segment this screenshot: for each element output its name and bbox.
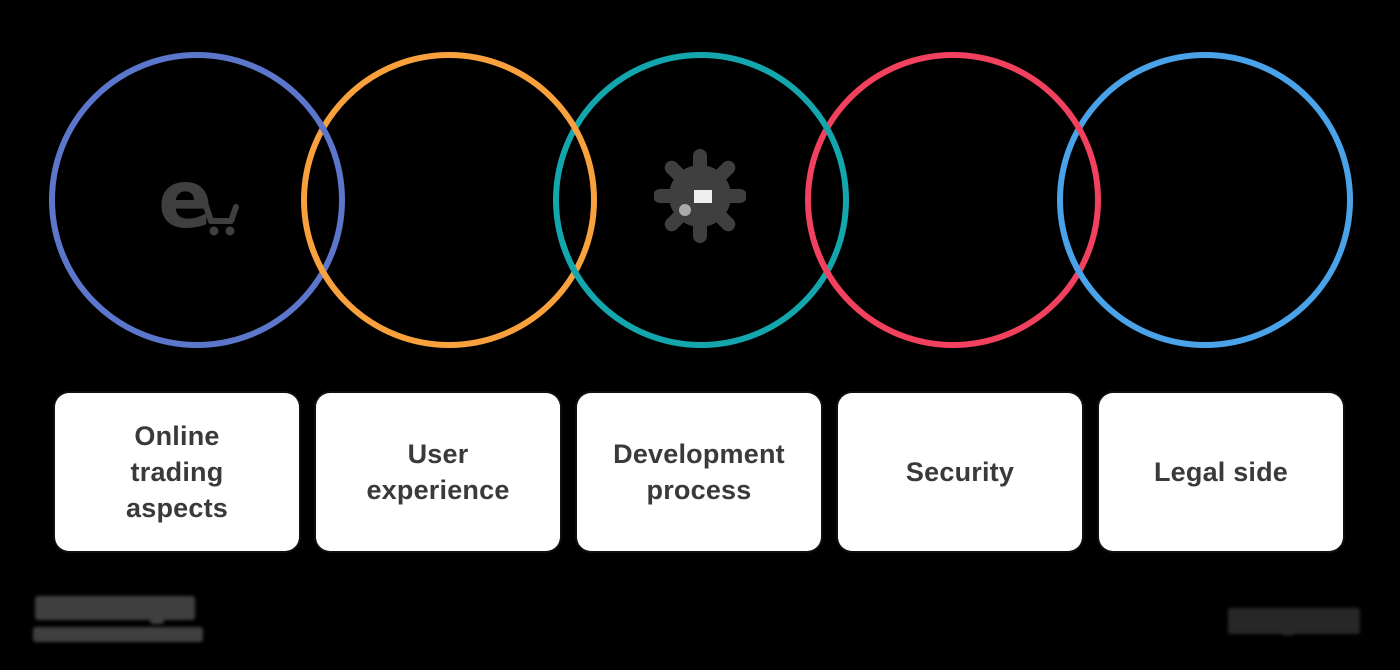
card-online-trading-aspects-label: Online trading aspects: [126, 421, 228, 523]
e-commerce-icon: e: [158, 155, 239, 246]
ring-online-trading: [49, 52, 345, 348]
ring-legal-side: [1057, 52, 1353, 348]
ring-security: [805, 52, 1101, 348]
card-security-label: Security: [905, 457, 1015, 487]
rings-chain: [49, 52, 1353, 348]
card-legal-side-label: Legal side: [1153, 457, 1289, 487]
label-cards-row: Online trading aspects User experience D…: [0, 393, 1400, 551]
card-security: Security: [838, 393, 1082, 551]
ring-overlap-arc-4-5: [1063, 239, 1102, 302]
ring-development-process: [553, 52, 849, 348]
card-development-process: Development process: [577, 393, 821, 551]
card-legal-side: Legal side: [1099, 393, 1343, 551]
ring-overlap-arc-2-3: [559, 239, 598, 302]
company-logo-descender: [150, 612, 164, 624]
ring-overlap-arc-3-4: [811, 239, 850, 302]
company-logo-tagline: [33, 627, 203, 642]
watermark-logo: [1228, 608, 1360, 634]
card-online-trading-aspects: Online trading aspects: [55, 393, 299, 551]
gear-icon: [654, 149, 746, 243]
card-user-experience: User experience: [316, 393, 560, 551]
ring-user-experience: [301, 52, 597, 348]
company-logo-line1: [35, 596, 195, 620]
card-user-experience-label: User experience: [366, 439, 510, 505]
watermark-logo-descender: [1282, 626, 1294, 635]
card-development-process-label: Development process: [613, 439, 785, 505]
ring-overlap-arc-1-2: [307, 239, 346, 302]
